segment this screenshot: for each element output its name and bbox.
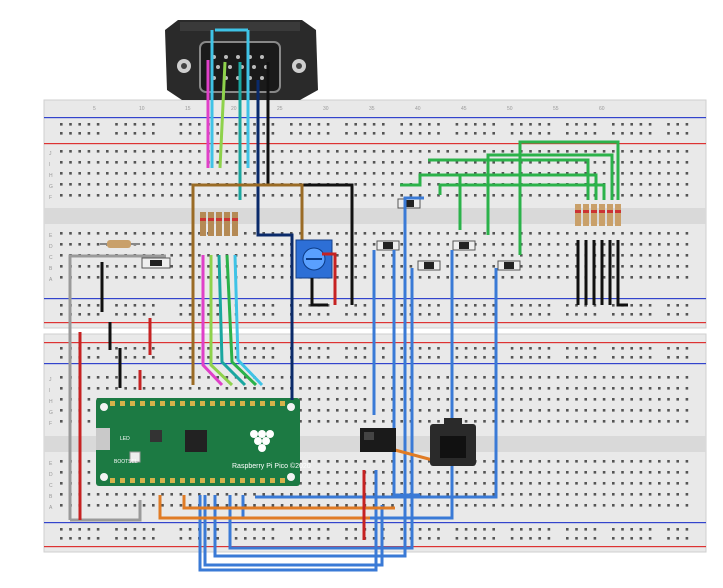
raspberry-pi-logo-icon [250,430,274,452]
row-letter: B [49,494,53,500]
column-number: 55 [553,106,559,112]
potentiometer-icon[interactable] [295,239,333,279]
row-letter: E [49,461,53,467]
green-wires [400,140,620,255]
column-number: 25 [277,106,283,112]
column-number: 40 [415,106,421,112]
row-letter: I [49,388,50,394]
column-number: 5 [93,106,96,112]
small-ic-icon [360,428,396,452]
row-letter: D [49,244,53,250]
pico-label: Raspberry Pi Pico ©2020 [232,462,311,470]
row-letter: H [49,399,53,405]
right-ground-wires [576,240,628,307]
column-number: 60 [599,106,605,112]
push-button-1 [397,198,421,209]
column-number: 45 [461,106,467,112]
row-letter: F [49,195,52,201]
row-letter: C [49,255,53,261]
breadboard-holes [60,123,689,540]
resistor-array-right [575,204,621,226]
left-push-button[interactable] [141,257,171,269]
bootsel-label: BOOTSEL [114,459,138,465]
row-letter: C [49,483,53,489]
brown-wire [191,183,304,385]
row-letter: G [49,410,53,416]
column-number: 10 [139,106,145,112]
column-number: 35 [369,106,375,112]
row-letter: B [49,266,53,272]
bootsel-button[interactable] [129,451,141,463]
push-button-2 [376,240,400,251]
row-letter: A [49,505,53,511]
column-number: 30 [323,106,329,112]
push-button-4 [417,260,441,271]
row-letter: D [49,472,53,478]
row-letter: J [49,151,52,157]
column-number: 15 [185,106,191,112]
row-letter: F [49,421,52,427]
led-label: LED [120,436,130,442]
rp2040-board: Raspberry Pi Pico ©2020 BOOTSEL LED [96,398,311,486]
column-number: 20 [231,106,237,112]
row-letter: G [49,184,53,190]
row-letter: H [49,173,53,179]
pot-wires [310,252,337,307]
column-number: 50 [507,106,513,112]
push-button-3 [452,240,476,251]
vga-wires [206,28,354,392]
left-resistor [100,240,140,248]
resistor-array-left [200,212,238,236]
resistor-to-pico-wires [201,254,264,387]
push-button-group[interactable] [376,198,521,271]
left-wires [68,254,166,522]
rp2040-chip-icon [185,430,207,452]
row-letter: E [49,233,53,239]
audio-jack-icon[interactable] [430,418,476,466]
vga-connector-icon [165,20,318,100]
row-letter: A [49,277,53,283]
push-button-5 [497,260,521,271]
row-letter: I [49,162,50,168]
usb-port-icon [96,428,110,450]
row-letter: J [49,377,52,383]
